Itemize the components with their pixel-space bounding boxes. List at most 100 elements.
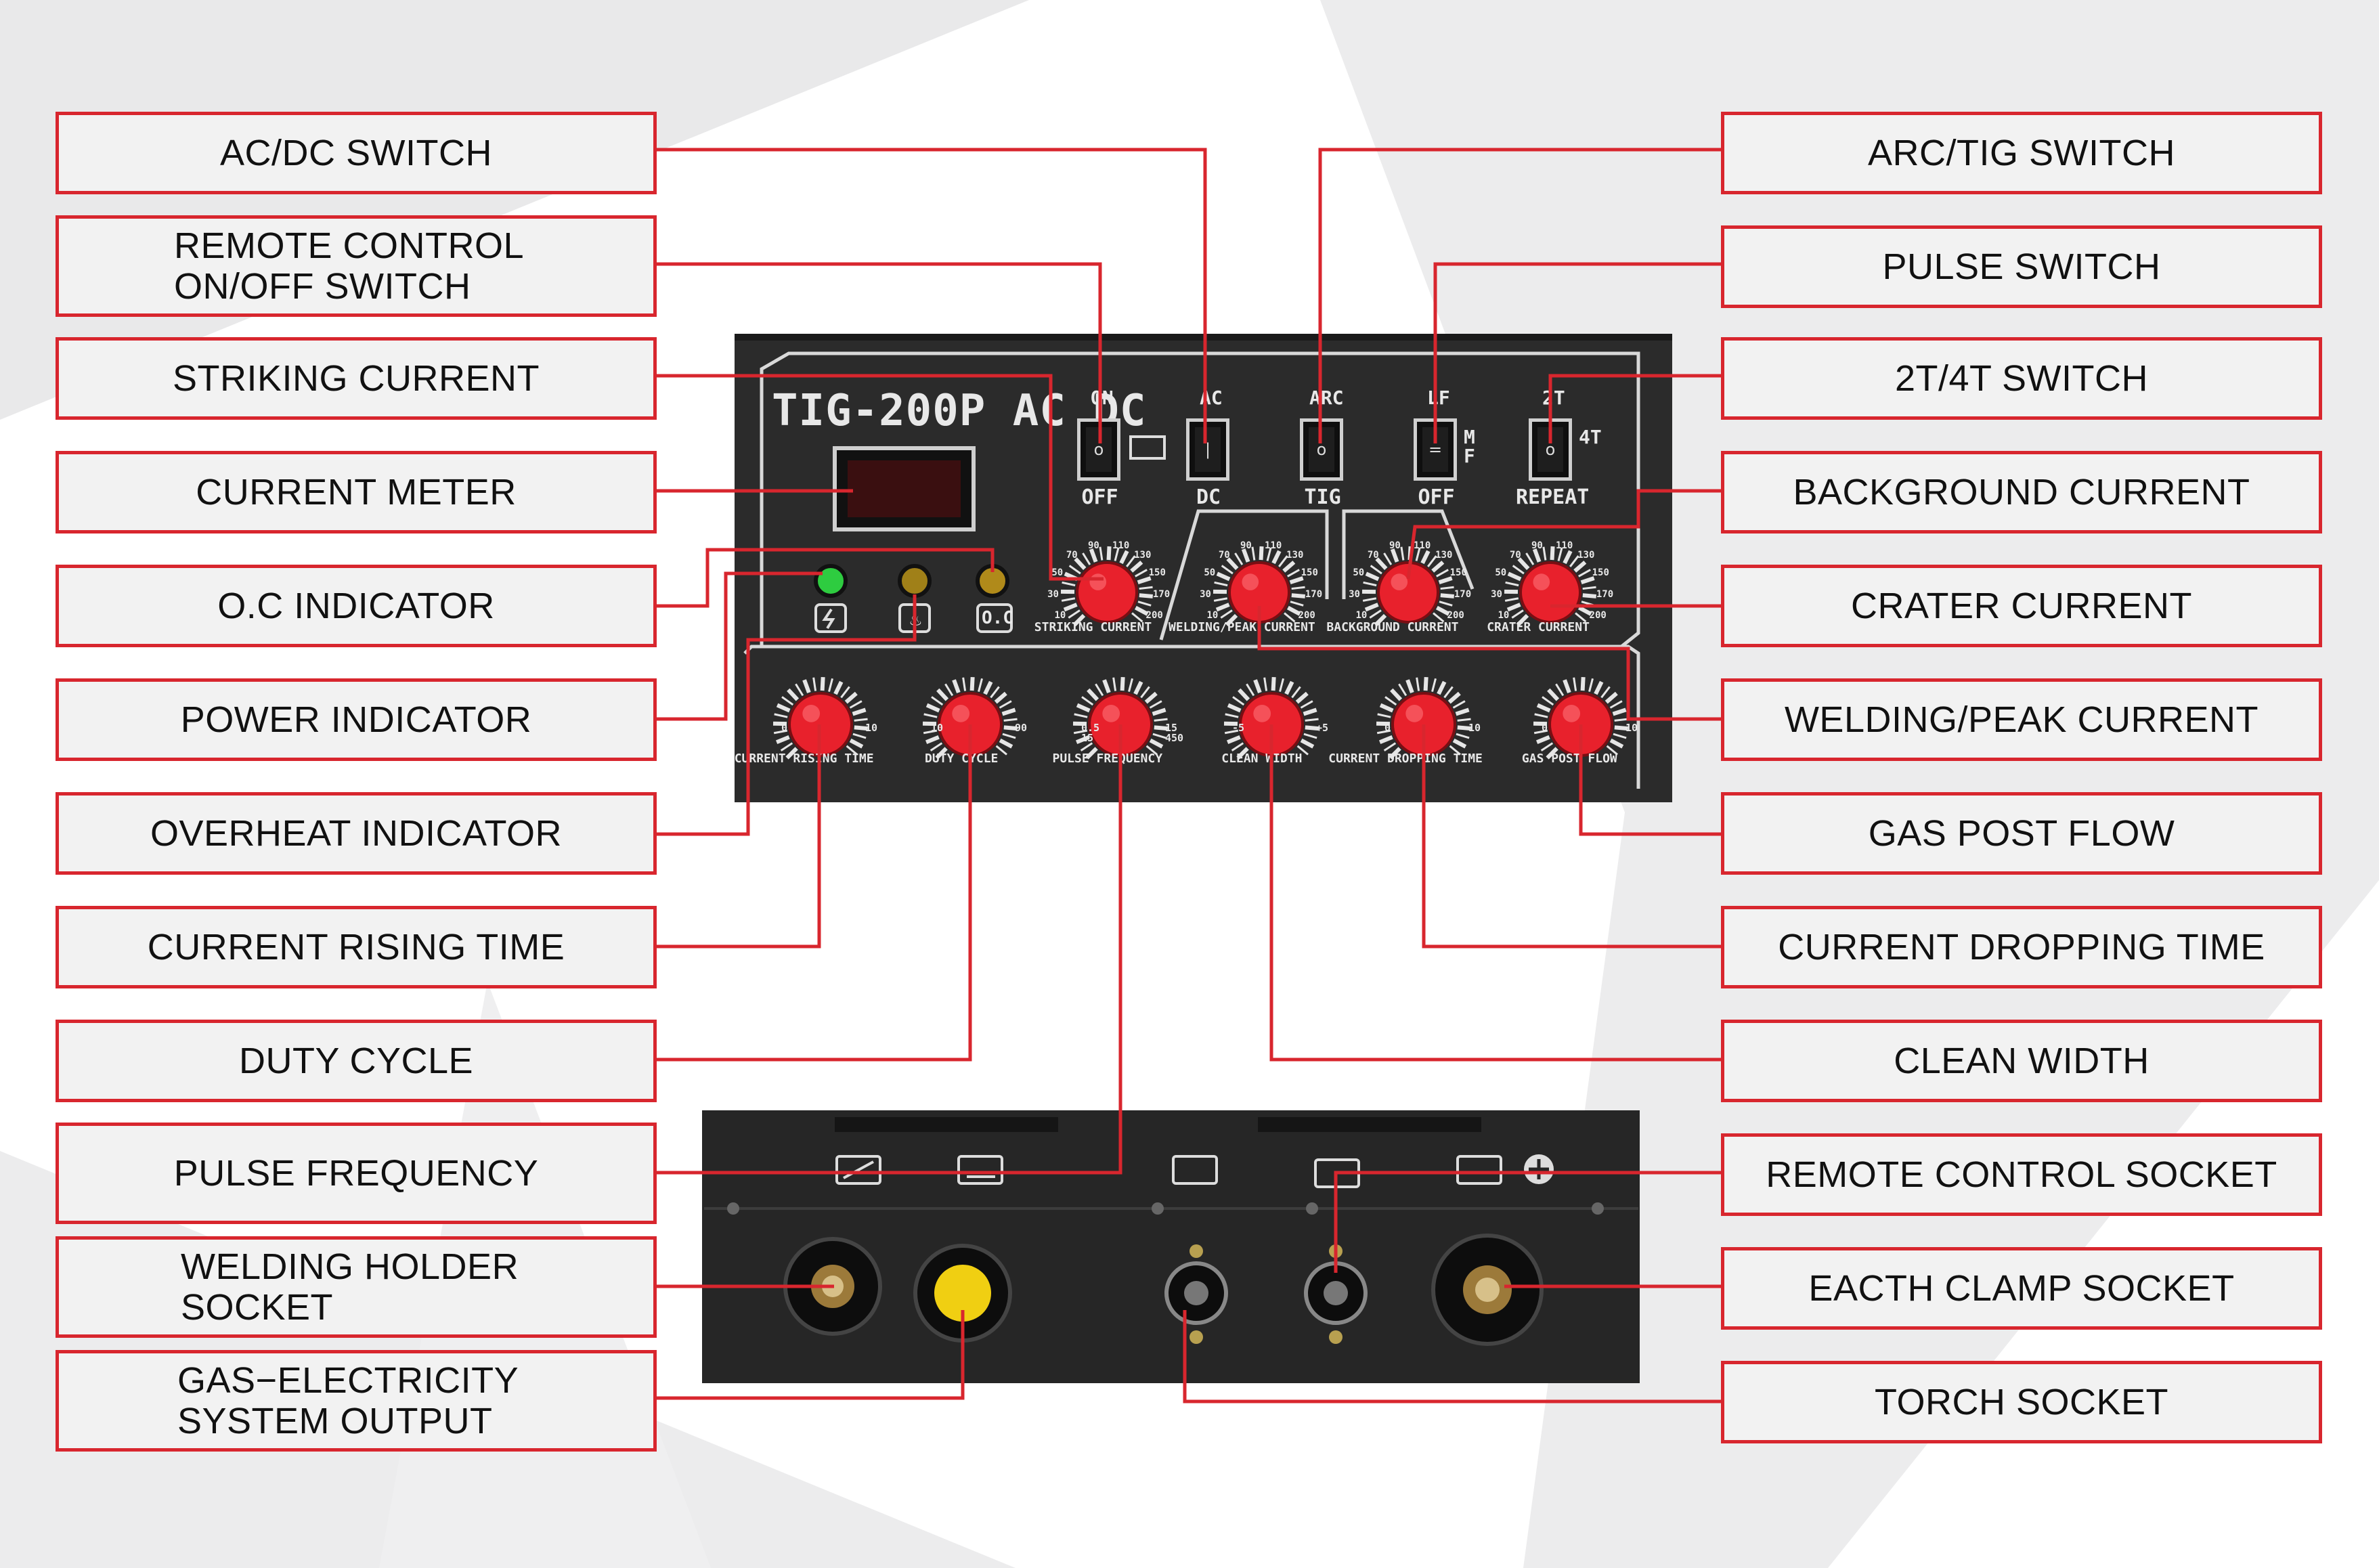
label-ac-dc-switch: AC/DC SWITCH	[56, 112, 657, 194]
knob-tick	[1532, 548, 1542, 563]
knob-tick	[1456, 733, 1470, 739]
switch-arctig[interactable]: o	[1300, 418, 1343, 481]
knob-tick	[1365, 571, 1380, 582]
label-2t-4t-switch: 2T/4T SWITCH	[1721, 337, 2322, 420]
knob-highlight	[802, 705, 821, 722]
knob-tick	[1003, 718, 1018, 722]
knob-tick	[1300, 738, 1315, 749]
socket-panel	[702, 1110, 1640, 1383]
knob-scale-label: 170	[1454, 589, 1472, 601]
knob-caption: CURRENT DROPPING TIME	[1328, 752, 1483, 766]
knob-tick	[1504, 597, 1519, 602]
knob-tick	[1289, 576, 1304, 585]
knob-scale-label: 130	[1134, 550, 1152, 561]
knob-tick	[1525, 552, 1535, 565]
knob-tick	[828, 678, 833, 692]
knob-tick	[1231, 742, 1244, 752]
knob-tick	[1582, 586, 1596, 590]
knob-max-label: +5	[1316, 722, 1329, 734]
knob-scale-label: 200	[1145, 610, 1163, 621]
knob-highlight	[1533, 573, 1550, 590]
knob-tick	[1134, 605, 1149, 616]
knob-scale-label: 200	[1298, 610, 1315, 621]
knob-tick	[1149, 738, 1164, 749]
switch-acdc[interactable]: |	[1186, 418, 1229, 481]
knob-tick	[1216, 571, 1231, 582]
switch-top-label: ARC	[1309, 387, 1344, 409]
knob-tick	[1139, 593, 1154, 598]
knob-tick	[1416, 677, 1420, 691]
switch-bottom-label: OFF	[1081, 485, 1118, 509]
label-eacth-clamp-socket: EACTH CLAMP SOCKET	[1721, 1247, 2322, 1330]
knob-tick	[1507, 571, 1522, 582]
knob-caption: WELDING/PEAK CURRENT	[1169, 620, 1315, 634]
knob-tick	[1612, 707, 1627, 716]
knob-tick	[849, 700, 863, 709]
switch-pulse[interactable]: =	[1414, 418, 1457, 481]
knob-scale-label: 130	[1577, 550, 1595, 561]
knob-tick	[1225, 613, 1238, 627]
knob-scale-label: 10	[1498, 610, 1510, 621]
label-oc-indicator: O.C INDICATOR	[56, 565, 657, 647]
knob-tick	[1377, 713, 1391, 718]
switch-bottom-label: OFF	[1418, 485, 1455, 509]
knob-tick	[1081, 696, 1094, 706]
knob-min-label: 0	[781, 722, 788, 734]
switch-bottom-label: REPEAT	[1516, 485, 1590, 509]
knob-tick	[1563, 550, 1573, 565]
knob-tick	[1383, 742, 1397, 752]
knob-tick	[1614, 718, 1628, 722]
knob-tick	[1436, 569, 1449, 578]
knob-tick	[1215, 603, 1230, 612]
knob-tick	[1550, 546, 1555, 561]
knob-tick	[1089, 548, 1098, 563]
knob-tick	[1580, 576, 1595, 585]
knob-tick	[1149, 700, 1162, 709]
knob-tick	[1220, 609, 1233, 619]
knob-tick	[1452, 738, 1467, 749]
knob-tick	[1119, 550, 1129, 565]
label-pulse-frequency: PULSE FREQUENCY	[56, 1123, 657, 1224]
knob-tick	[1145, 745, 1158, 756]
knob-scale-label: 50	[1495, 567, 1507, 579]
knob-tick	[1068, 565, 1081, 575]
knob-caption: PULSE FREQUENCY	[1052, 752, 1163, 766]
switch-rocker: =	[1422, 427, 1448, 472]
knob-caption: CRATER CURRENT	[1487, 620, 1590, 634]
knob-tick	[1363, 581, 1377, 587]
knob-tick	[1578, 569, 1591, 578]
switch-2t4t[interactable]: o	[1529, 418, 1572, 481]
knob-tick	[1443, 686, 1454, 699]
knob-tick	[1001, 707, 1016, 716]
knob-tick	[1400, 546, 1405, 561]
label-duty-cycle: DUTY CYCLE	[56, 1020, 657, 1102]
knob-tick	[776, 703, 791, 713]
label-clean-width: CLEAN WIDTH	[1721, 1020, 2322, 1102]
knob-tick	[1305, 718, 1319, 722]
knob-tick	[1063, 603, 1078, 612]
switch-top-label: 2T	[1542, 387, 1565, 409]
knob-scale-label: 30	[1349, 589, 1360, 601]
knob-tick	[1061, 597, 1076, 602]
knob-tick	[1133, 680, 1143, 695]
knob-tick	[1087, 688, 1099, 701]
knob-welding[interactable]	[1209, 542, 1309, 643]
knob-tick	[1135, 569, 1148, 578]
knob-caption: DUTY CYCLE	[925, 752, 999, 766]
knob-tick	[1290, 601, 1304, 607]
knob-tick	[1279, 678, 1284, 692]
overheat-indicator-glyph: ♨	[910, 608, 921, 630]
knob-scale-label: 50	[1051, 567, 1064, 579]
knob-highlight	[1102, 705, 1120, 722]
knob-tick	[844, 691, 858, 704]
knob-tick	[1563, 679, 1571, 694]
knob-tick	[1226, 557, 1239, 570]
knob-tick	[1582, 593, 1597, 598]
knob-tick	[925, 735, 940, 745]
knob-tick	[1431, 561, 1445, 573]
switch-onoff[interactable]: o	[1077, 418, 1120, 481]
knob-min-label: 10	[931, 722, 944, 734]
knob-tick	[1431, 678, 1437, 692]
knob-tick	[1140, 686, 1150, 699]
knob-tick	[1405, 679, 1414, 694]
